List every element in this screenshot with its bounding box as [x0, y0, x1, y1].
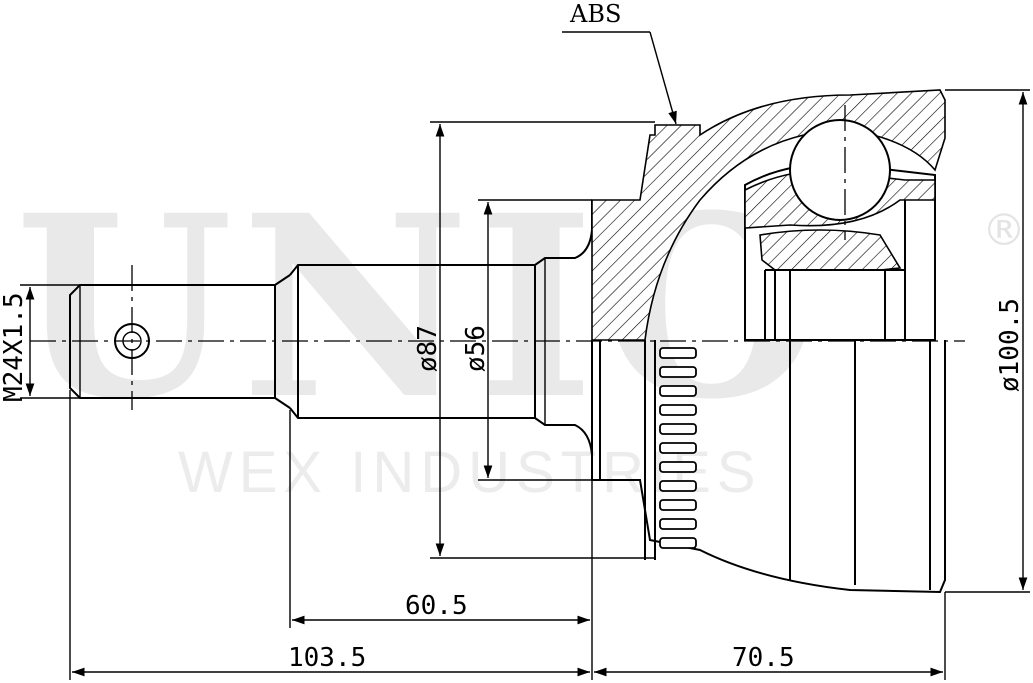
outer-race-section [591, 89, 946, 341]
dimension-dia-56: ø56 [461, 199, 592, 481]
dia-87-dimension: ø87 [413, 325, 443, 372]
abs-callout: ABS [562, 0, 677, 125]
abs-tooth [659, 404, 697, 416]
dimension-103-5: 103.5 [69, 390, 590, 680]
dimension-thread: M24X1.5 [0, 284, 80, 402]
abs-tooth [659, 499, 697, 511]
dia-100-5-dimension: ø100.5 [995, 298, 1025, 392]
len-60-5-dimension: 60.5 [405, 591, 468, 621]
abs-tooth [659, 347, 697, 359]
watermark-brand: UNIO [15, 160, 828, 454]
dia-56-dimension: ø56 [461, 325, 491, 372]
abs-tone-ring [659, 347, 697, 549]
thread-dimension: M24X1.5 [0, 292, 29, 402]
dimension-dia-100-5: ø100.5 [945, 89, 1030, 593]
abs-tooth [659, 537, 697, 549]
dimension-60-5: 60.5 [289, 410, 593, 680]
abs-tooth [659, 518, 697, 530]
abs-tooth [659, 480, 697, 492]
len-103-5-dimension: 103.5 [288, 643, 366, 673]
dimension-70-5: 70.5 [594, 592, 946, 680]
watermark-registered: ® [982, 205, 1026, 256]
abs-tooth [659, 366, 697, 378]
abs-label: ABS [569, 0, 621, 28]
abs-tooth [659, 442, 697, 454]
abs-tooth [659, 423, 697, 435]
len-70-5-dimension: 70.5 [732, 643, 795, 673]
dimension-dia-87: ø87 [413, 121, 655, 559]
abs-tooth [659, 385, 697, 397]
abs-tooth [659, 461, 697, 473]
